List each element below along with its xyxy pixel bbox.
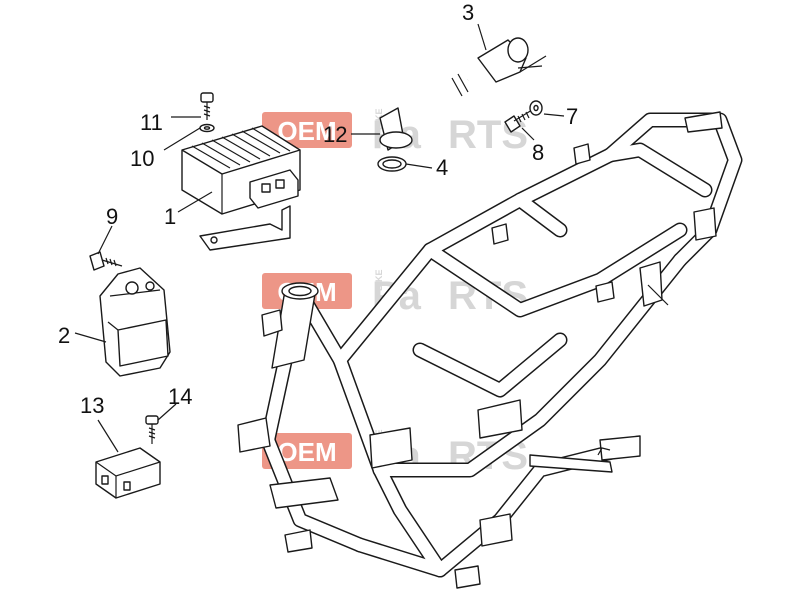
spark-plug-cap bbox=[379, 107, 413, 151]
watermark-bike-text: BIKE bbox=[374, 269, 384, 291]
o-ring bbox=[377, 156, 407, 172]
callout-7: 7 bbox=[566, 104, 578, 129]
watermark-red-box bbox=[262, 433, 352, 469]
callout-8: 8 bbox=[532, 140, 544, 165]
leader-14 bbox=[157, 403, 177, 421]
callout-4: 4 bbox=[436, 155, 448, 180]
side-stand bbox=[529, 261, 669, 473]
callout-2: 2 bbox=[58, 323, 70, 348]
regulator-screw bbox=[200, 92, 214, 120]
callout-9: 9 bbox=[106, 204, 118, 229]
ignition-coil-cable bbox=[393, 37, 547, 114]
leader-9 bbox=[97, 225, 113, 255]
leader-8 bbox=[521, 127, 535, 141]
frame-brackets bbox=[237, 111, 723, 589]
watermark-bike-text: BIKE bbox=[374, 108, 384, 130]
steering-head-tube bbox=[271, 282, 319, 369]
leader-lines bbox=[74, 23, 565, 453]
callout-labels: 11 10 1 9 2 13 14 3 12 4 7 8 bbox=[58, 0, 578, 418]
leader-7 bbox=[543, 113, 565, 117]
callout-1: 1 bbox=[164, 204, 176, 229]
callout-3: 3 bbox=[462, 0, 474, 25]
watermark-oem-text: OEM bbox=[277, 116, 336, 146]
callout-12: 12 bbox=[323, 122, 347, 147]
regulator-washer bbox=[199, 123, 215, 133]
watermark-red-box bbox=[262, 112, 352, 148]
coil-washer bbox=[529, 100, 543, 116]
leader-3 bbox=[477, 23, 487, 51]
leader-1 bbox=[177, 191, 213, 213]
callout-11: 11 bbox=[140, 110, 163, 135]
callout-14: 14 bbox=[168, 384, 192, 409]
callout-10: 10 bbox=[130, 146, 154, 171]
relay-screw bbox=[145, 415, 159, 444]
callout-13: 13 bbox=[80, 393, 104, 418]
coil-screw bbox=[504, 109, 533, 133]
relay bbox=[95, 447, 161, 499]
scooter-frame bbox=[237, 111, 743, 589]
control-unit bbox=[99, 267, 171, 377]
leader-4 bbox=[405, 163, 433, 169]
leader-13 bbox=[97, 419, 119, 453]
watermark-oem-text: OEM bbox=[277, 437, 336, 467]
leader-10 bbox=[163, 127, 201, 151]
voltage-regulator bbox=[181, 125, 301, 251]
leader-2 bbox=[74, 332, 107, 343]
control-unit-screw bbox=[89, 251, 123, 271]
